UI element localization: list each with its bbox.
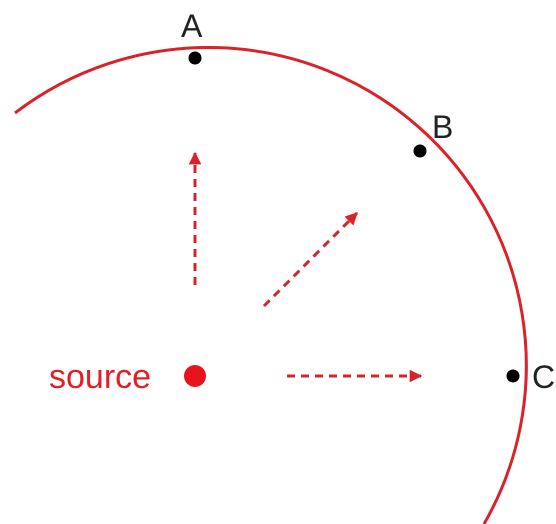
wavefront-arc [14,45,528,524]
point-b [413,144,427,158]
point-b-label: B [432,109,453,145]
arrow-diagonal [262,211,359,308]
source-label: source [49,358,151,396]
point-a-label: A [181,8,203,44]
source-dot [184,365,206,387]
point-c-label: C [532,359,555,395]
point-c [506,369,520,383]
point-a [188,51,202,65]
